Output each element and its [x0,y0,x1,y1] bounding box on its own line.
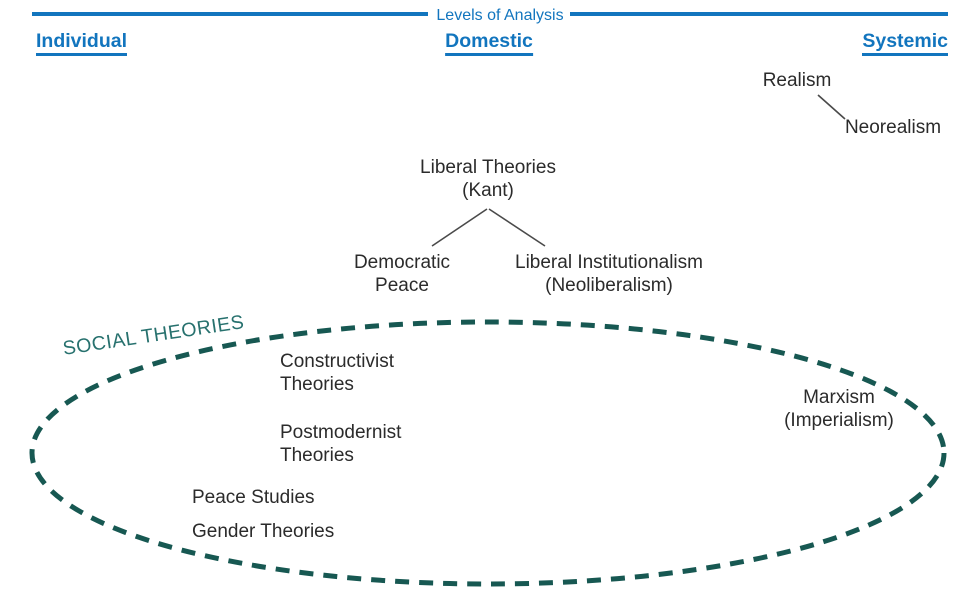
node-postmodernist-line1: Postmodernist [280,422,402,443]
level-header-systemic: Systemic [862,30,948,56]
node-liberal-institutionalism-sub: (Neoliberalism) [545,275,673,296]
node-neorealism: Neorealism [844,117,942,138]
node-postmodernist-theories: Postmodernist Theories [280,421,401,467]
node-democratic-peace-line1: Democratic [353,252,451,273]
node-marxism-sub: (Imperialism) [784,410,894,431]
node-postmodernist-line2: Theories [280,445,354,466]
node-democratic-peace: Democratic Peace [354,251,450,297]
liberal-democratic-peace-connector [431,208,488,247]
level-header-individual: Individual [36,30,128,56]
level-header-domestic: Domestic [445,30,533,56]
node-democratic-peace-line2: Peace [375,275,429,296]
node-liberal-theories-name: Liberal Theories [420,157,556,178]
node-liberal-institutionalism: Liberal Institutionalism (Neoliberalism) [515,251,703,297]
node-gender-theories: Gender Theories [192,521,335,542]
liberal-institutionalism-connector [488,208,546,247]
node-peace-studies: Peace Studies [192,487,315,508]
node-liberal-theories: Liberal Theories (Kant) [420,156,556,202]
realism-neorealism-connector [817,94,846,120]
node-realism: Realism [762,70,832,91]
title-rule-left [32,12,428,16]
node-liberal-institutionalism-name: Liberal Institutionalism [515,252,703,273]
social-theories-ellipse [29,319,947,587]
node-marxism: Marxism (Imperialism) [784,386,894,432]
node-marxism-name: Marxism [803,387,875,408]
node-constructivist-line1: Constructivist [280,351,395,372]
figure-title: Levels of Analysis [436,7,564,24]
node-liberal-theories-sub: (Kant) [462,180,514,201]
node-constructivist-theories: Constructivist Theories [280,350,394,396]
title-rule-right [570,12,948,16]
node-constructivist-line2: Theories [280,374,354,395]
